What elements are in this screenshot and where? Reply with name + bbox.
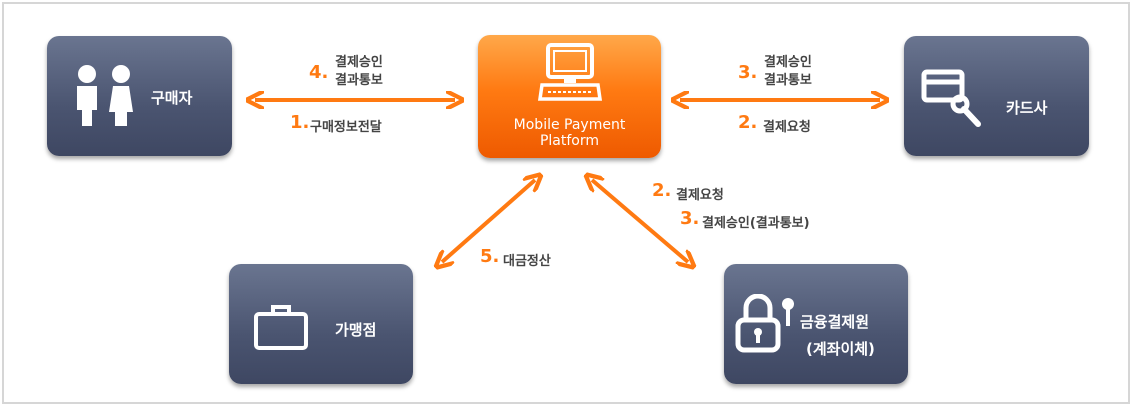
flow-right-top-num: 3. [738, 62, 758, 83]
merchant-node: 가맹점 [229, 264, 413, 384]
financial-institute-label-line2: (계좌이체) [806, 340, 875, 358]
center-label-line2: Platform [539, 133, 600, 149]
flow-left-bottom-text: 구매정보전달 [310, 120, 382, 135]
center-label-line1: Mobile Payment [513, 117, 626, 133]
flow-lower-right-num1: 2. [652, 180, 672, 201]
flow-right-bottom-text: 결제요청 [763, 120, 811, 135]
flow-right-top-line2: 결과통보 [764, 73, 812, 88]
flow-lower-left-num: 5. [480, 246, 500, 267]
flow-lower-left-text: 대금정산 [503, 254, 551, 269]
card-stamp-icon [921, 69, 981, 127]
financial-institute-node: 금융결제원 (계좌이체) [724, 264, 908, 384]
computer-icon [538, 43, 602, 101]
buyer-label: 구매자 [151, 89, 193, 107]
flow-right-top-line1: 결제승인 [764, 55, 812, 70]
flow-right-bottom-num: 2. [738, 112, 758, 133]
merchant-label: 가맹점 [335, 321, 377, 339]
card-company-node: 카드사 [904, 36, 1089, 156]
briefcase-icon [254, 305, 308, 350]
flow-left-top-num: 4. [309, 62, 329, 83]
card-company-label: 카드사 [1006, 99, 1048, 117]
buyer-node: 구매자 [47, 36, 232, 156]
mobile-payment-platform-node[interactable]: Mobile Payment Platform [478, 35, 661, 158]
people-icon [77, 65, 133, 126]
arrow-center-merchant [442, 180, 535, 262]
flow-left-bottom-num: 1. [290, 112, 310, 133]
flow-left-top-line1: 결제승인 [335, 55, 383, 70]
flow-lower-right-text1: 결제요청 [676, 188, 724, 203]
padlock-key-icon [735, 294, 794, 353]
flow-lower-right-num2: 3. [680, 208, 700, 229]
arrow-center-bank [592, 180, 688, 262]
financial-institute-label-line1: 금융결제원 [800, 313, 870, 331]
flow-left-top-line2: 결과통보 [335, 73, 383, 88]
flow-lower-right-text2: 결제승인(결과통보) [702, 216, 810, 231]
